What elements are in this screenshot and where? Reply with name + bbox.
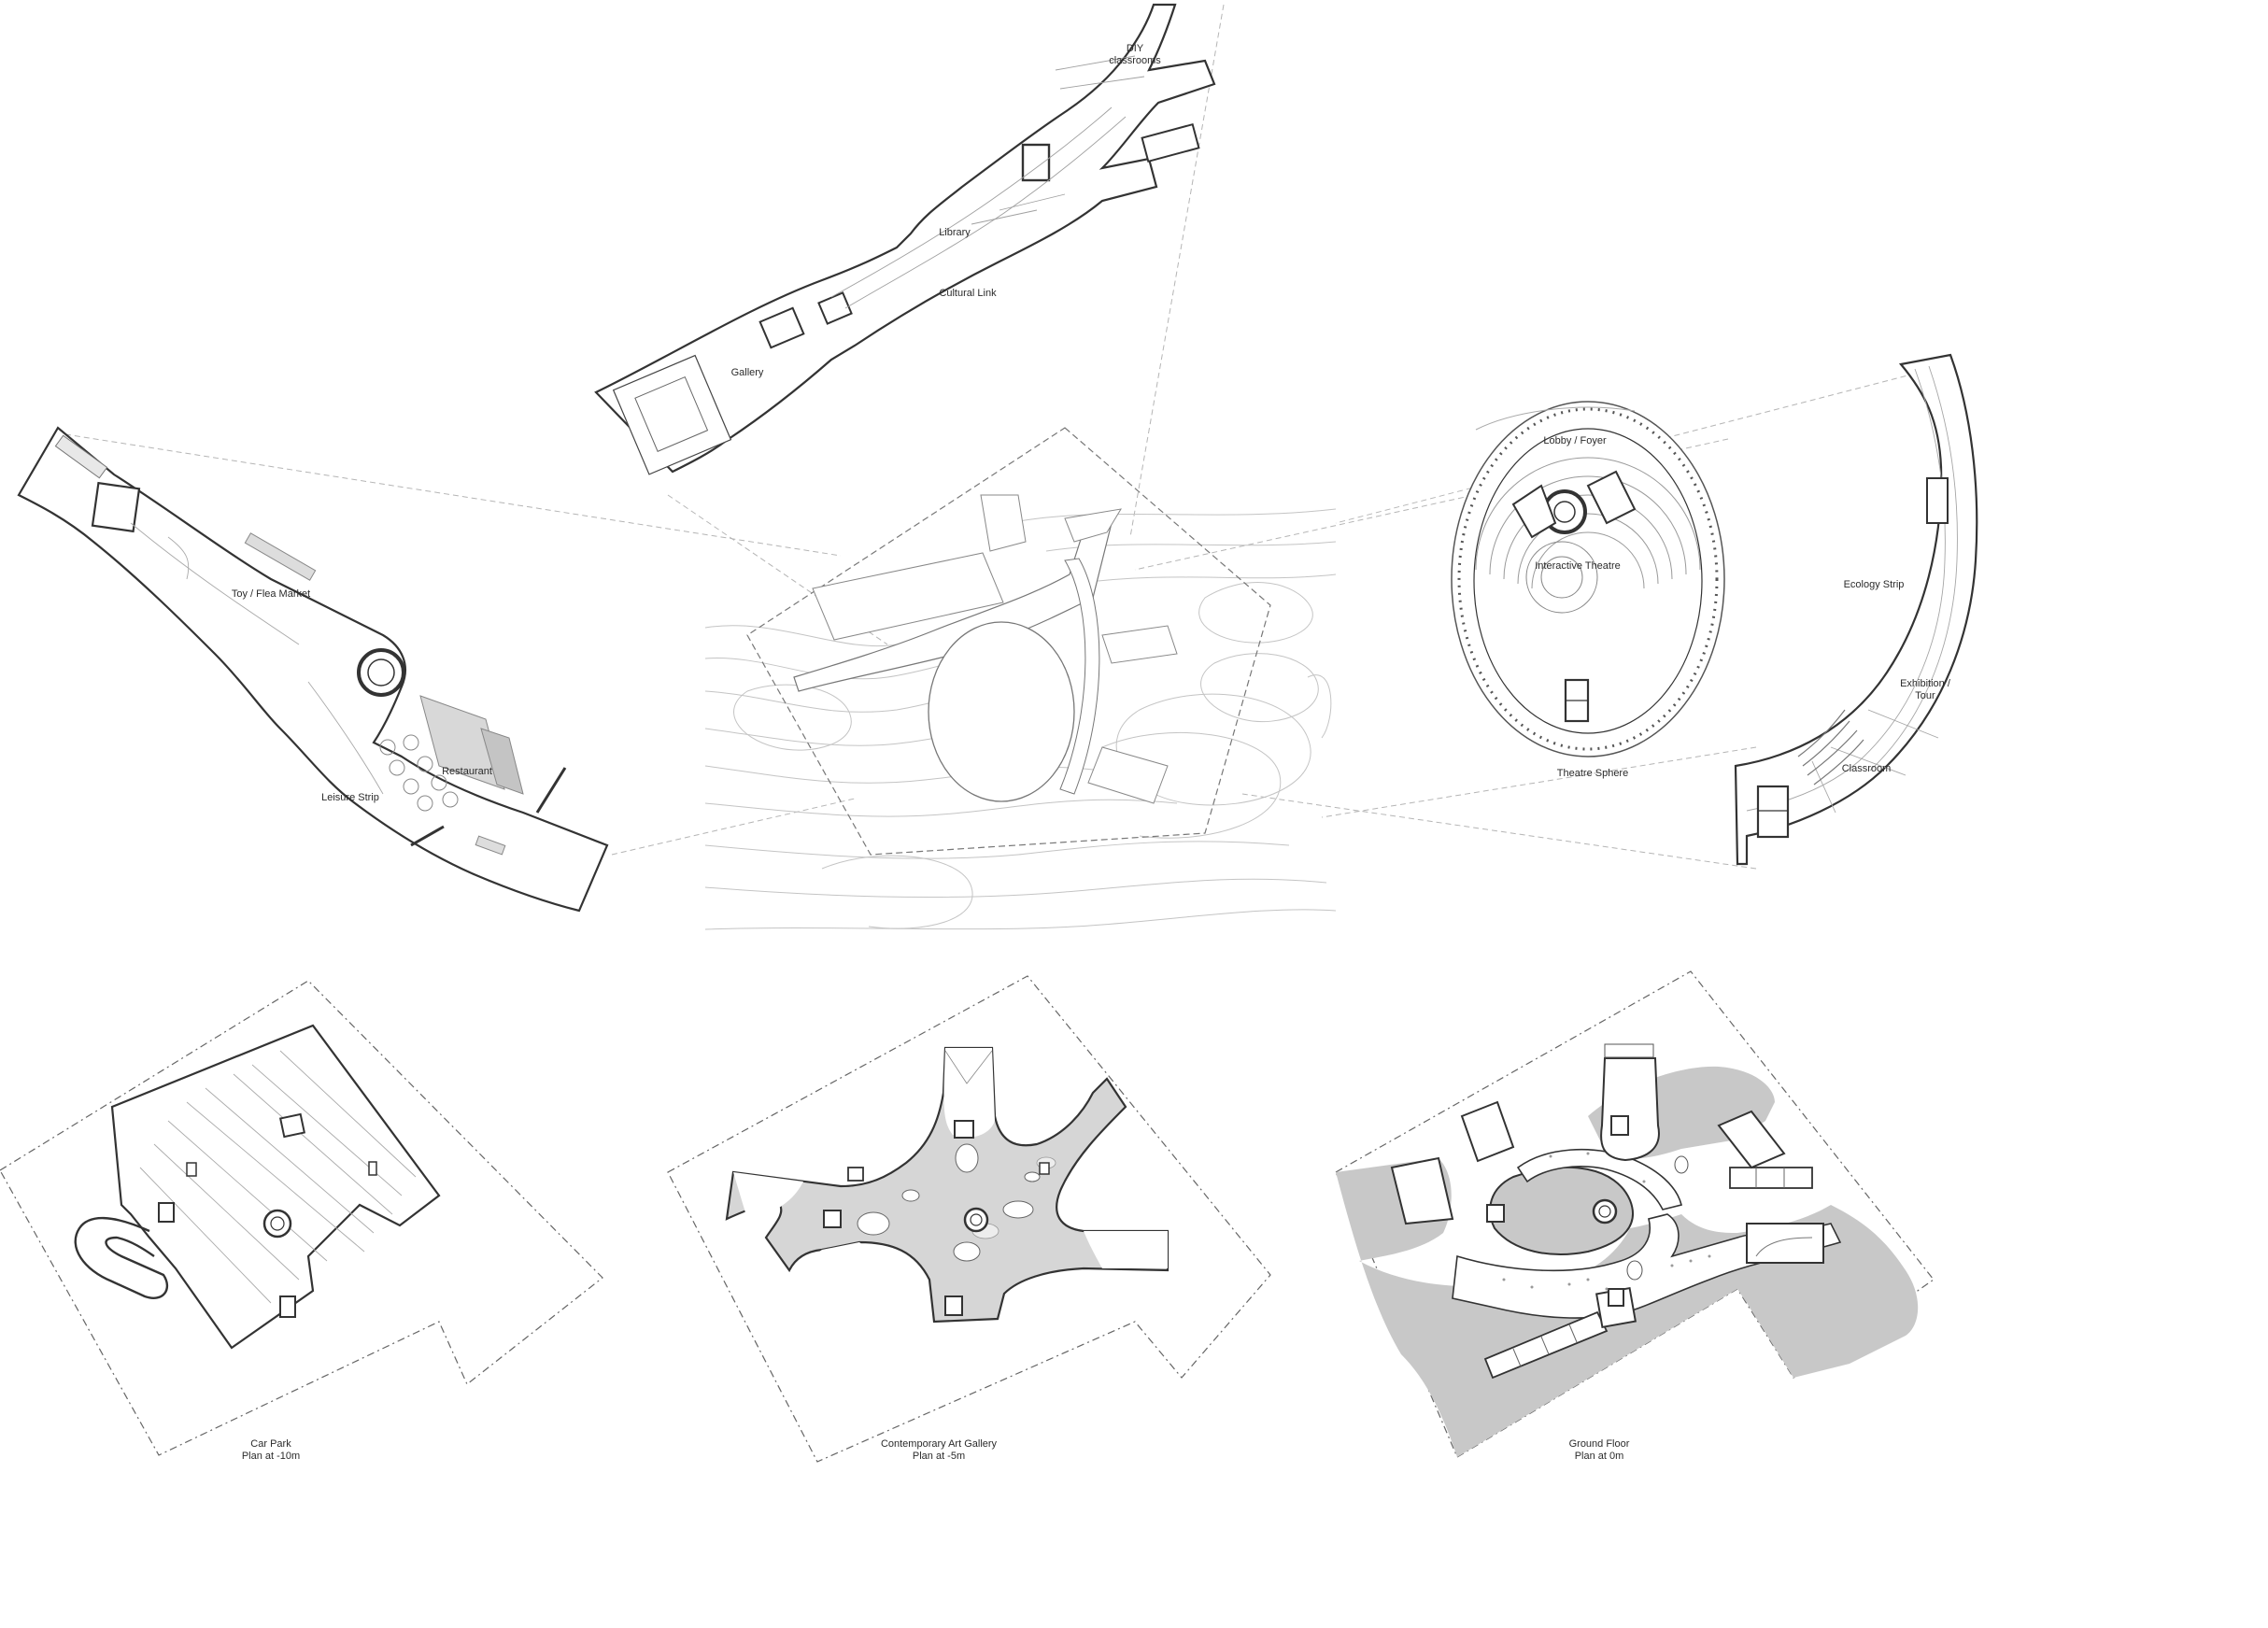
label-classroom: Classroom: [1841, 763, 1892, 774]
leisure-strip-plan: [17, 426, 609, 913]
theatre-sphere-plan: [1451, 401, 1725, 757]
label-diy-classrooms: DIY classrooms: [1109, 43, 1161, 66]
label-lobby-foyer: Lobby / Foyer: [1543, 435, 1607, 446]
label-restaurant: Restaurant: [442, 766, 492, 777]
label-toy-flea-market: Toy / Flea Market: [231, 588, 311, 600]
ground-floor-plan: [1335, 970, 1935, 1458]
caption-gallery-level: Plan at -5m: [912, 1451, 966, 1462]
label-theatre-sphere: Theatre Sphere: [1556, 768, 1629, 779]
label-library: Library: [939, 227, 971, 238]
caption-ground-title: Ground Floor: [1568, 1438, 1630, 1450]
car-park-plan: [0, 980, 603, 1456]
site-model: [704, 427, 1337, 930]
upper-level-plan: [594, 3, 1216, 475]
caption-car-park-level: Plan at -10m: [241, 1451, 301, 1462]
label-gallery: Gallery: [730, 367, 764, 378]
label-interactive-theatre: Interactive Theatre: [1535, 560, 1621, 572]
label-leisure-strip: Leisure Strip: [321, 792, 379, 803]
art-gallery-plan: [667, 975, 1271, 1463]
label-exhibition-tour: Exhibition / Tour: [1900, 678, 1950, 701]
projection-lines: [64, 4, 1916, 870]
label-cultural-link: Cultural Link: [939, 288, 997, 299]
caption-ground-level: Plan at 0m: [1574, 1451, 1624, 1462]
caption-gallery-title: Contemporary Art Gallery: [880, 1438, 998, 1450]
caption-car-park-title: Car Park: [250, 1438, 291, 1450]
label-ecology-strip: Ecology Strip: [1843, 579, 1905, 590]
ecology-strip-plan: [1734, 353, 1978, 866]
